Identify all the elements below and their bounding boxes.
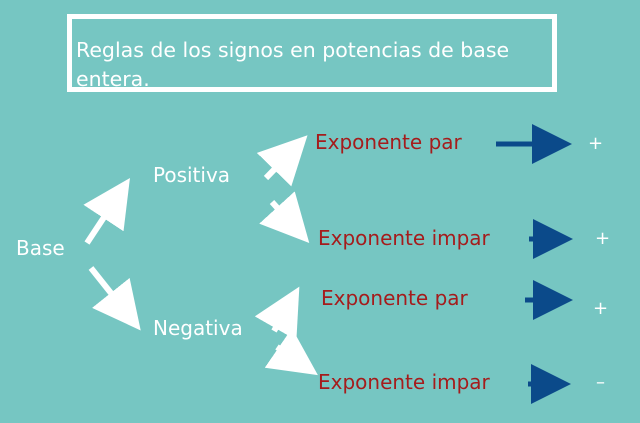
white-arrow-base-to-negative	[88, 266, 141, 331]
title-box: Reglas de los signos en potencias de bas…	[67, 14, 557, 92]
white-arrow-negative-to-even	[254, 286, 300, 341]
result-positive-odd-sign: +	[595, 228, 611, 249]
white-arrow-negative-to-odd	[264, 328, 318, 376]
node-negative-exponent-even: Exponente par	[321, 286, 468, 310]
result-positive-even-sign: +	[588, 133, 604, 154]
node-positive-exponent-even: Exponente par	[315, 130, 462, 154]
page-title: Reglas de los signos en potencias de bas…	[76, 38, 510, 91]
node-positive-exponent-odd: Exponente impar	[318, 226, 490, 250]
node-base: Base	[16, 236, 65, 260]
white-arrow-base-to-positive	[83, 177, 130, 245]
white-arrow-positive-to-even	[256, 135, 308, 187]
node-negative-exponent-odd: Exponente impar	[318, 370, 490, 394]
white-arrow-positive-to-odd	[259, 191, 310, 243]
node-negative: Negativa	[153, 316, 243, 340]
result-negative-even-sign: +	[593, 298, 609, 319]
node-positive: Positiva	[153, 163, 231, 187]
result-negative-odd-sign: –	[596, 372, 605, 393]
